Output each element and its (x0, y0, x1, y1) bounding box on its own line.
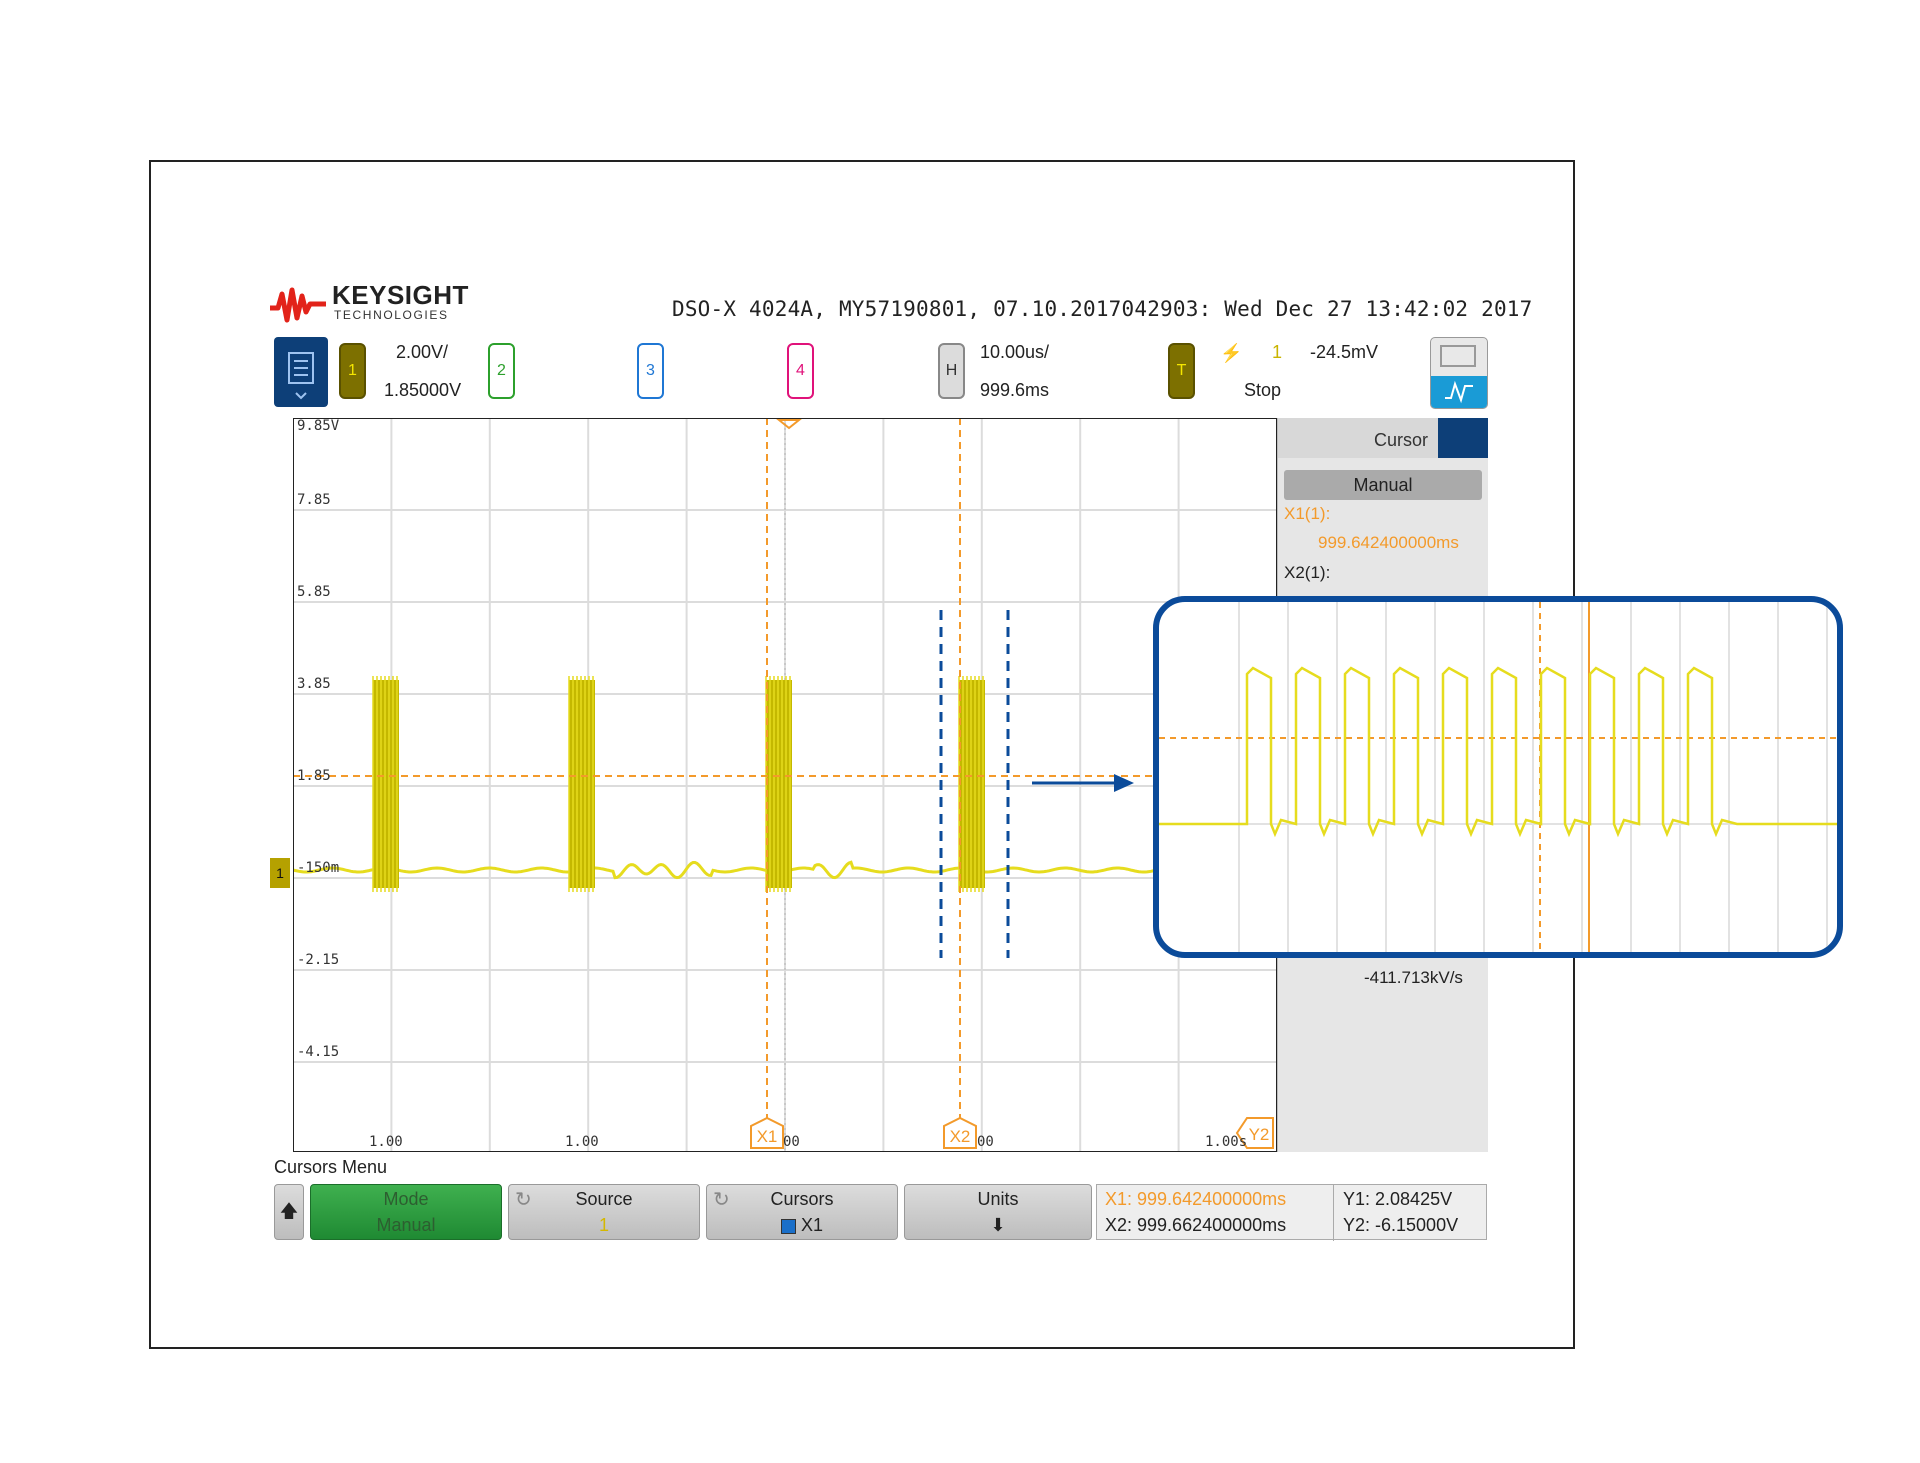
instrument-info: DSO-X 4024A, MY57190801, 07.10.201704290… (672, 297, 1533, 321)
trigger-level: -24.5mV (1310, 342, 1379, 362)
cursors-softkey[interactable]: ↻ Cursors X1 (706, 1184, 898, 1240)
menu-button[interactable] (274, 337, 328, 407)
channel-1-scale: 2.00V/ (396, 342, 449, 362)
run-status: Stop (1244, 380, 1282, 400)
inset-pulse-train (1159, 666, 1837, 838)
y-axis-label: -4.15 (297, 1044, 339, 1060)
channel-4-button[interactable]: 4 (787, 343, 814, 399)
x2-cursor-tag-text: X2 (950, 1127, 971, 1146)
delay-value: 999.6ms (980, 380, 1050, 400)
rotate-knob-icon: ↻ (713, 1189, 730, 1211)
x1-label: X1(1): (1284, 504, 1331, 523)
trigger-edge-icon: ⚡ (1220, 343, 1243, 363)
inset-trace (1159, 666, 1837, 838)
channel-1-label: 1 (348, 362, 357, 379)
x-axis-label: 1.00 (565, 1134, 599, 1150)
x-axis-label: 1.00 (369, 1134, 403, 1150)
trigger-label: T (1176, 362, 1187, 379)
cursors-softkey-label: Cursors (770, 1189, 834, 1209)
readout-y2: Y2: -6.15000V (1343, 1215, 1459, 1235)
x1-cursor-tag-text: X1 (757, 1127, 778, 1146)
cursors-softkey-value: X1 (800, 1215, 824, 1235)
brand-name: KEYSIGHT (332, 280, 469, 310)
channel-4-label: 4 (796, 362, 805, 379)
back-button[interactable]: 🡅 (274, 1184, 304, 1240)
source-softkey-value: 1 (598, 1215, 609, 1235)
slew-rate-value: -411.713kV/s (1364, 968, 1463, 987)
trigger-source: 1 (1272, 342, 1283, 362)
channel-1-button[interactable]: 1 (339, 343, 366, 399)
zoom-inset (1153, 596, 1843, 958)
channel-1-trace (293, 676, 1277, 892)
keysight-logo: KEYSIGHT TECHNOLOGIES (270, 278, 470, 326)
readout-y1: Y1: 2.08425V (1343, 1189, 1453, 1209)
y-axis-labels: 9.85V 7.85 5.85 3.85 1.85 -150m -2.15 -4.15 (297, 418, 340, 1060)
x-axis-label: 00 (783, 1134, 800, 1150)
down-arrow-icon: ⬇ (990, 1215, 1006, 1235)
zoom-waveform-icon (1431, 345, 1487, 408)
source-softkey[interactable]: ↻ Source 1 (508, 1184, 700, 1240)
y2-cursor-tag-text: Y2 (1249, 1125, 1270, 1144)
readout-x1: X1: 999.642400000ms (1105, 1189, 1287, 1209)
trigger-position-marker (776, 419, 802, 430)
horizontal-button[interactable]: H (938, 343, 965, 399)
y2-cursor-tag[interactable] (1235, 1117, 1274, 1149)
channel-3-button[interactable]: 3 (637, 343, 664, 399)
cursor-mode-button[interactable]: Manual (1284, 470, 1482, 500)
x1-value: 999.642400000ms (1318, 533, 1459, 552)
x-axis-label: 00 (977, 1134, 994, 1150)
cursor-readout: X1: 999.642400000ms X2: 999.662400000ms … (1096, 1184, 1487, 1241)
channel-2-label: 2 (497, 362, 506, 379)
cursor-lines: X1 X2 Y2 (293, 418, 1277, 1149)
keysight-wave-icon (270, 287, 326, 323)
x1-cursor-tag[interactable] (750, 1116, 784, 1149)
y-axis-label: -2.15 (297, 952, 339, 968)
x2-label: X2(1): (1284, 563, 1331, 582)
y-axis-label: 9.85V (297, 418, 340, 434)
mode-softkey-label: Mode (383, 1189, 429, 1209)
zoom-toggle-button[interactable] (1430, 337, 1488, 409)
y-axis-label: 5.85 (297, 584, 331, 600)
x2-cursor-tag[interactable] (943, 1116, 977, 1149)
timebase-value: 10.00us/ (980, 342, 1050, 362)
cursors-softkey-value-row: X1 (707, 1215, 897, 1236)
up-arrow-icon: 🡅 (279, 1201, 299, 1221)
channel-1-offset: 1.85000V (384, 380, 462, 400)
channel-3-label: 3 (646, 362, 655, 379)
mode-softkey-value: Manual (376, 1215, 436, 1235)
readout-x2: X2: 999.662400000ms (1105, 1215, 1287, 1235)
units-softkey-label: Units (977, 1189, 1019, 1209)
readout-divider (1333, 1185, 1334, 1241)
checkbox-icon (780, 1218, 796, 1234)
x-axis-labels: 1.00 1.00 00 00 1.00s (369, 1134, 1247, 1150)
y-axis-label: 1.85 (297, 768, 331, 784)
y-axis-label: -150m (297, 860, 339, 876)
menu-list-icon (288, 352, 314, 400)
y-axis-label: 7.85 (297, 492, 331, 508)
graticule-grid (293, 418, 1277, 1152)
brand-sub: TECHNOLOGIES (334, 308, 449, 322)
trigger-button[interactable]: T (1168, 343, 1195, 399)
channel-1-ground-marker[interactable]: 1 (270, 858, 290, 888)
waveform-display[interactable]: X1 X2 Y2 9.85V 7.85 5.85 3.85 1.85 -150m -2.15 -4… (293, 418, 1277, 1152)
zoomed-waveform (1159, 602, 1837, 952)
y-axis-label: 3.85 (297, 676, 331, 692)
source-softkey-label: Source (575, 1189, 633, 1209)
panel-pin-button[interactable] (1438, 418, 1488, 458)
inset-grid (1159, 602, 1837, 952)
x-axis-label: 1.00s (1205, 1134, 1247, 1150)
units-softkey[interactable]: Units ⬇ (904, 1184, 1092, 1240)
horizontal-label: H (945, 362, 958, 379)
rotate-knob-icon: ↻ (515, 1189, 532, 1211)
mode-softkey[interactable]: Mode Manual (310, 1184, 502, 1240)
channel-2-button[interactable]: 2 (488, 343, 515, 399)
cursor-panel-title: Cursor (1374, 430, 1429, 450)
menu-title: Cursors Menu (274, 1157, 388, 1177)
